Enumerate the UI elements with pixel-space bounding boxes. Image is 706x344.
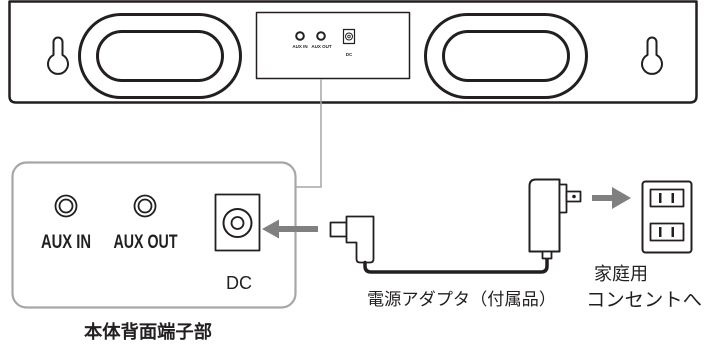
dc-label: DC xyxy=(226,273,252,293)
speaker-driver-left-inner xyxy=(96,30,224,82)
speaker-rear-view: AUX IN AUX OUT DC xyxy=(8,0,698,104)
ac-adapter-icon xyxy=(528,178,582,260)
outlet-socket-top xyxy=(649,188,685,208)
power-adapter-assembly xyxy=(329,178,582,274)
aux-in-label-mini: AUX IN xyxy=(292,44,307,49)
arrow-right-icon xyxy=(592,187,631,209)
aux-in-label: AUX IN xyxy=(41,232,91,253)
keyhole-right-icon xyxy=(641,36,663,75)
adapter-cable xyxy=(363,256,549,274)
callout-line xyxy=(296,79,322,188)
outlet-caption-line-1: 家庭用 xyxy=(594,264,648,285)
terminal-detail-caption: 本体背面端子部 xyxy=(84,321,212,343)
outlet-caption-line-2: コンセントへ xyxy=(586,289,702,311)
aux-in-jack-mini-icon xyxy=(295,31,305,41)
aux-out-jack-mini-icon xyxy=(316,31,326,41)
rear-terminal-panel-outline xyxy=(255,11,411,80)
aux-in-jack-icon xyxy=(54,194,78,218)
dc-jack-mini-icon xyxy=(342,28,356,45)
aux-out-jack-icon xyxy=(133,194,157,218)
terminal-detail-box: AUX IN AUX OUT DC xyxy=(11,161,297,309)
speaker-driver-right-icon xyxy=(424,13,588,99)
aux-out-label: AUX OUT xyxy=(114,232,178,253)
aux-out-label-mini: AUX OUT xyxy=(311,44,332,49)
dc-plug-icon xyxy=(329,215,375,264)
rear-terminal-panel: AUX IN AUX OUT DC xyxy=(255,11,411,80)
outlet-socket-bottom xyxy=(649,222,685,242)
speaker-driver-right-inner xyxy=(442,30,570,82)
adapter-caption: 電源アダプタ（付属品） xyxy=(367,290,556,310)
wall-outlet-icon xyxy=(641,180,693,254)
dc-jack-icon xyxy=(214,193,261,252)
dc-label-mini: DC xyxy=(346,52,353,57)
keyhole-left-icon xyxy=(47,36,69,75)
speaker-driver-left-icon xyxy=(78,13,242,99)
arrow-left-icon xyxy=(262,219,318,239)
